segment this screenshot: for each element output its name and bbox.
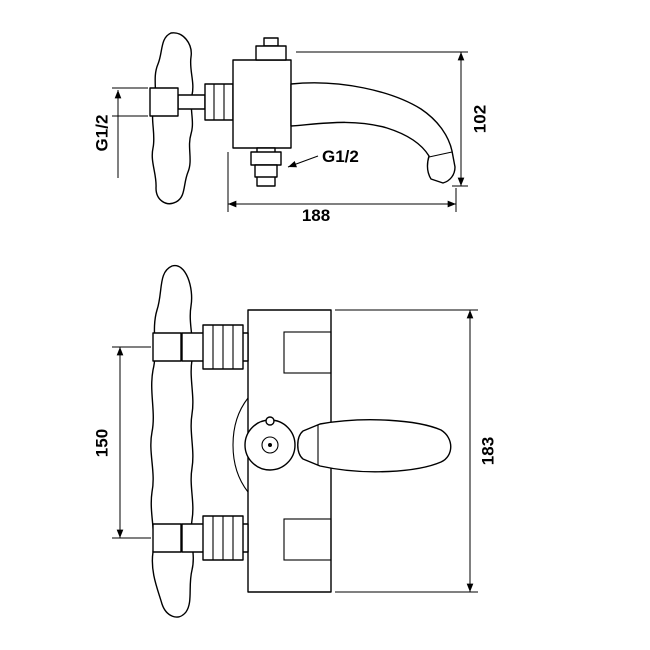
dim-label-outlet-thread: G1/2 xyxy=(322,147,359,166)
valve-body-side xyxy=(232,59,292,149)
inlet-pipe-side xyxy=(177,94,206,110)
leader-line xyxy=(287,155,319,168)
inlet-nut-side xyxy=(204,83,234,121)
wall-union-top-front xyxy=(152,332,182,362)
handle-lever xyxy=(297,419,452,473)
dim-label-length-188: 188 xyxy=(302,206,330,225)
wall-union-bottom-front xyxy=(152,523,182,553)
dim-height-102: 102 xyxy=(296,51,489,187)
diverter-stem xyxy=(263,37,279,47)
dim-inlet-thread: G1/2 xyxy=(92,87,148,178)
spout xyxy=(290,82,456,184)
shower-outlet-cap xyxy=(254,164,278,178)
wall-flange-side xyxy=(151,32,194,205)
shower-outlet-nut xyxy=(250,151,282,166)
dim-spacing-150: 150 xyxy=(92,346,151,539)
diverter-knob xyxy=(255,45,287,61)
cartridge-inner-circle xyxy=(261,436,279,454)
front-view: 150 183 xyxy=(92,265,497,618)
mount-notch-bottom xyxy=(283,518,332,561)
cartridge-notch xyxy=(265,416,275,426)
body-waist-curve xyxy=(232,397,249,493)
dim-label-height-102: 102 xyxy=(470,105,489,133)
spout-outlet-line xyxy=(428,151,453,158)
dim-length-188: 188 xyxy=(227,152,457,225)
dim-outlet-thread: G1/2 xyxy=(287,147,359,168)
wall-union-side xyxy=(149,87,179,117)
side-view: G1/2 G1/2 102 188 xyxy=(92,32,489,225)
dim-label-spacing-150: 150 xyxy=(92,429,111,457)
wall-flange-front xyxy=(150,265,194,618)
cartridge-center-dot xyxy=(268,443,272,447)
dim-height-183: 183 xyxy=(335,309,497,593)
mount-notch-top xyxy=(283,331,332,374)
dim-label-height-183: 183 xyxy=(478,437,497,465)
dim-label-inlet-thread: G1/2 xyxy=(92,115,111,152)
